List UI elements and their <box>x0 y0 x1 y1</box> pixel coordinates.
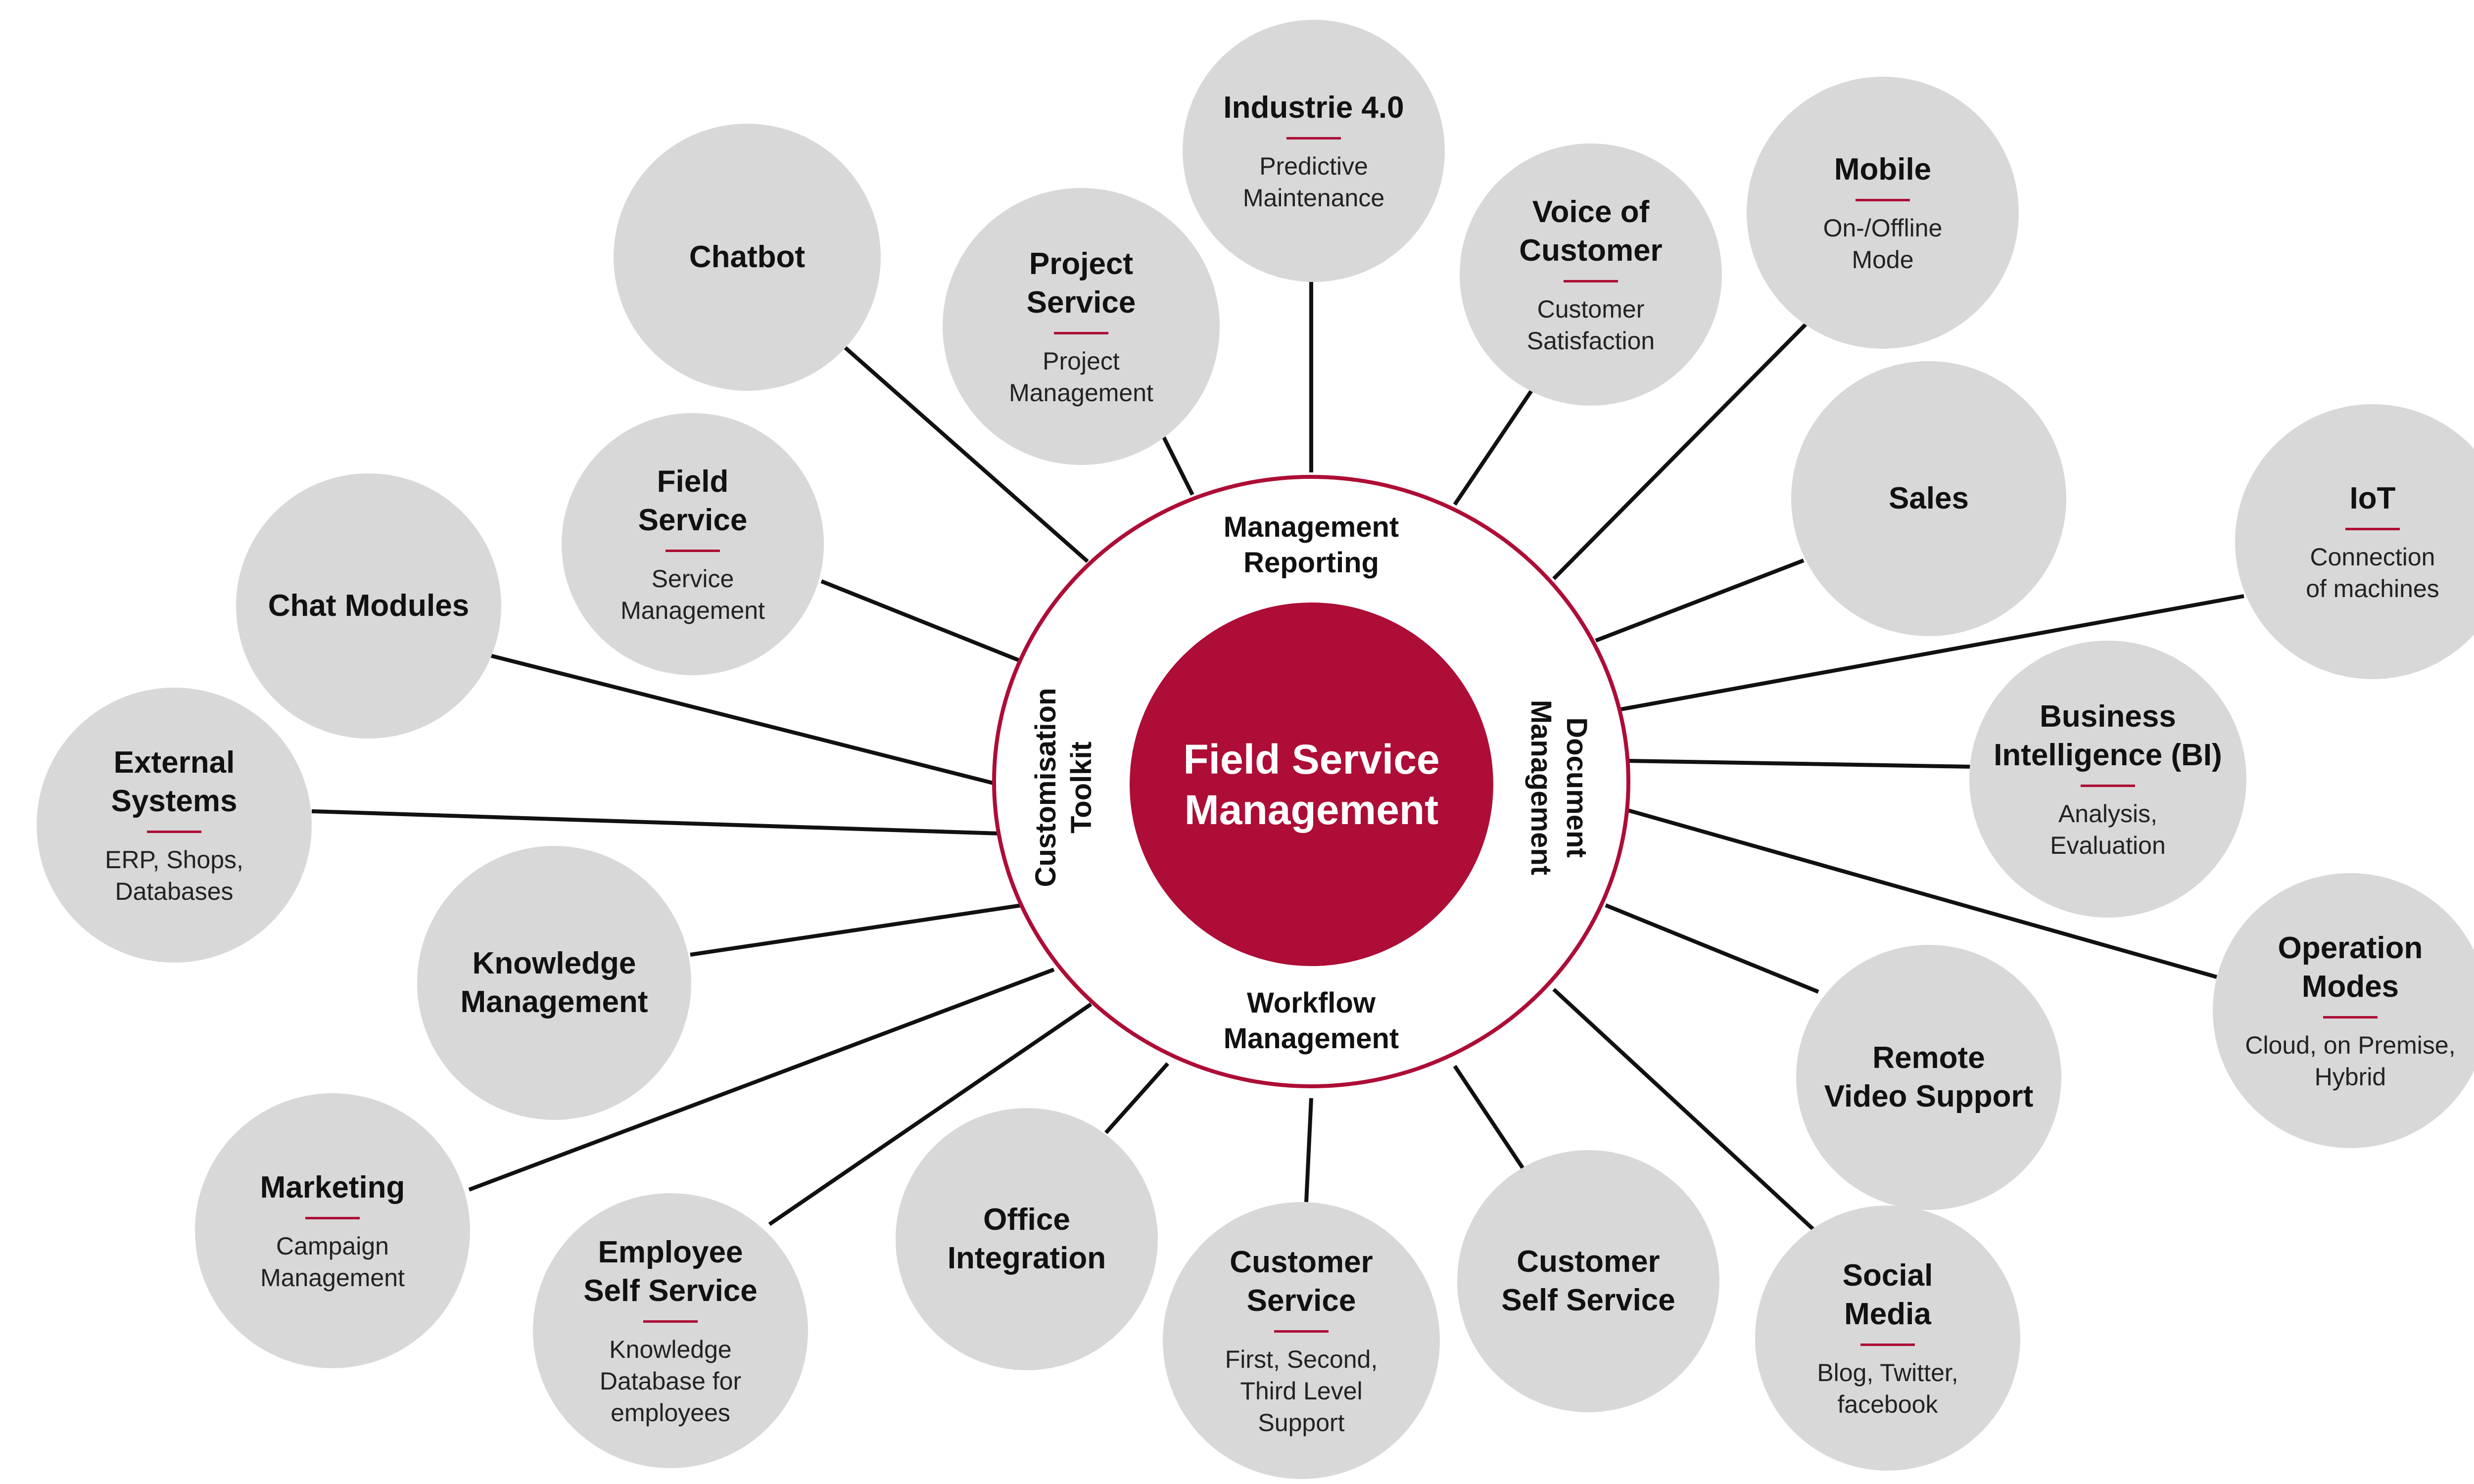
ring-label-right: Document Management <box>1525 699 1593 876</box>
node-divider <box>1860 1343 1915 1346</box>
node-customer-self-service: Customer Self Service <box>1457 1150 1719 1412</box>
node-title: Business Intelligence (BI) <box>1994 699 2222 772</box>
node-business-intelligence: Business Intelligence (BI) Analysis, Eval… <box>1969 641 2246 918</box>
connector-knowledge-management <box>690 903 1022 957</box>
node-title: Employee Self Service <box>583 1235 758 1308</box>
connector-chat-modules <box>489 653 998 786</box>
node-title: Project Service <box>1026 246 1136 320</box>
connector-employee-self-service <box>768 1002 1093 1226</box>
node-office-integration: Office Integration <box>896 1108 1158 1370</box>
node-divider <box>2345 527 2400 530</box>
node-subtitle: ERP, Shops, Databases <box>105 845 243 905</box>
ring-label-top: Management Reporting <box>1223 511 1399 579</box>
ring-label-bottom: Workflow Management <box>1223 987 1399 1055</box>
node-divider <box>2323 1016 2378 1019</box>
node-subtitle: Connection of machines <box>2306 543 2439 603</box>
connector-customer-self-service <box>1453 1065 1526 1171</box>
connector-chatbot <box>842 345 1089 563</box>
node-subtitle: Service Management <box>620 564 765 624</box>
connector-project-service <box>1161 434 1194 496</box>
connector-field-service <box>820 579 1020 662</box>
node-divider <box>643 1320 698 1323</box>
center-title: Field Service Management <box>1183 736 1440 833</box>
node-title: Operation Modes <box>2278 930 2423 1004</box>
node-title: Voice of Customer <box>1519 194 1663 268</box>
connector-iot <box>1618 594 2244 712</box>
node-divider <box>1856 198 1910 201</box>
node-divider <box>1564 279 1618 282</box>
node-divider <box>305 1216 360 1219</box>
node-subtitle: Predictive Maintenance <box>1242 152 1385 212</box>
node-title: Customer Self Service <box>1501 1245 1675 1317</box>
node-divider <box>1054 331 1108 334</box>
node-title: Customer Service <box>1230 1245 1373 1318</box>
node-remote-video-support: Remote Video Support <box>1796 945 2061 1210</box>
connector-voice-of-customer <box>1453 389 1533 506</box>
node-subtitle: Blog, Twitter, facebook <box>1817 1358 1958 1418</box>
node-subtitle: Project Management <box>1009 347 1153 407</box>
node-subtitle: Analysis, Evaluation <box>2050 799 2166 859</box>
connector-external-systems <box>311 809 1000 835</box>
node-title: Chat Modules <box>268 589 470 623</box>
connector-marketing <box>468 968 1055 1192</box>
connector-operation-modes <box>1627 808 2218 979</box>
node-title: Remote Video Support <box>1824 1041 2034 1113</box>
connector-remote-video-support <box>1605 903 1819 994</box>
node-title: Mobile <box>1834 152 1932 186</box>
center-hub: Field Service Management <box>1130 603 1493 966</box>
node-title: Chatbot <box>689 240 806 274</box>
node-subtitle: Customer Satisfaction <box>1526 295 1655 355</box>
node-subtitle: First, Second, Third Level Support <box>1225 1345 1378 1437</box>
node-subtitle: Cloud, on Premise, Hybrid <box>2245 1031 2456 1091</box>
node-subtitle: On-/Offline Mode <box>1823 214 1943 274</box>
node-title: Field Service <box>638 464 748 537</box>
connector-sales <box>1595 558 1805 643</box>
node-divider <box>666 549 720 552</box>
ring-label-left: Customisation Toolkit <box>1030 688 1097 887</box>
connector-customer-service <box>1304 1098 1313 1203</box>
node-divider <box>147 830 201 833</box>
connector-mobile <box>1552 323 1808 580</box>
connector-office-integration <box>1104 1062 1169 1134</box>
node-subtitle: Knowledge Database for employees <box>599 1335 742 1427</box>
node-knowledge-management: Knowledge Management <box>417 846 691 1120</box>
node-title: Industrie 4.0 <box>1223 90 1404 125</box>
connector-social-media <box>1552 988 1817 1233</box>
node-divider <box>2081 784 2135 787</box>
node-sales: Sales <box>1791 361 2066 636</box>
node-title: Marketing <box>260 1170 405 1205</box>
node-title: Office Integration <box>947 1203 1106 1275</box>
connector-business-intelligence <box>1627 759 1972 769</box>
node-chat-modules: Chat Modules <box>236 473 501 739</box>
node-divider <box>1274 1330 1329 1333</box>
node-iot: IoT Connection of machines <box>2235 404 2474 679</box>
node-title: IoT <box>2349 481 2396 515</box>
node-title: Knowledge Management <box>460 946 648 1019</box>
node-chatbot: Chatbot <box>614 124 881 391</box>
node-title: Social Media <box>1842 1258 1933 1331</box>
node-subtitle: Campaign Management <box>260 1232 405 1292</box>
node-divider <box>1286 137 1341 139</box>
node-title: Sales <box>1888 481 1969 515</box>
node-title: External Systems <box>111 745 238 818</box>
